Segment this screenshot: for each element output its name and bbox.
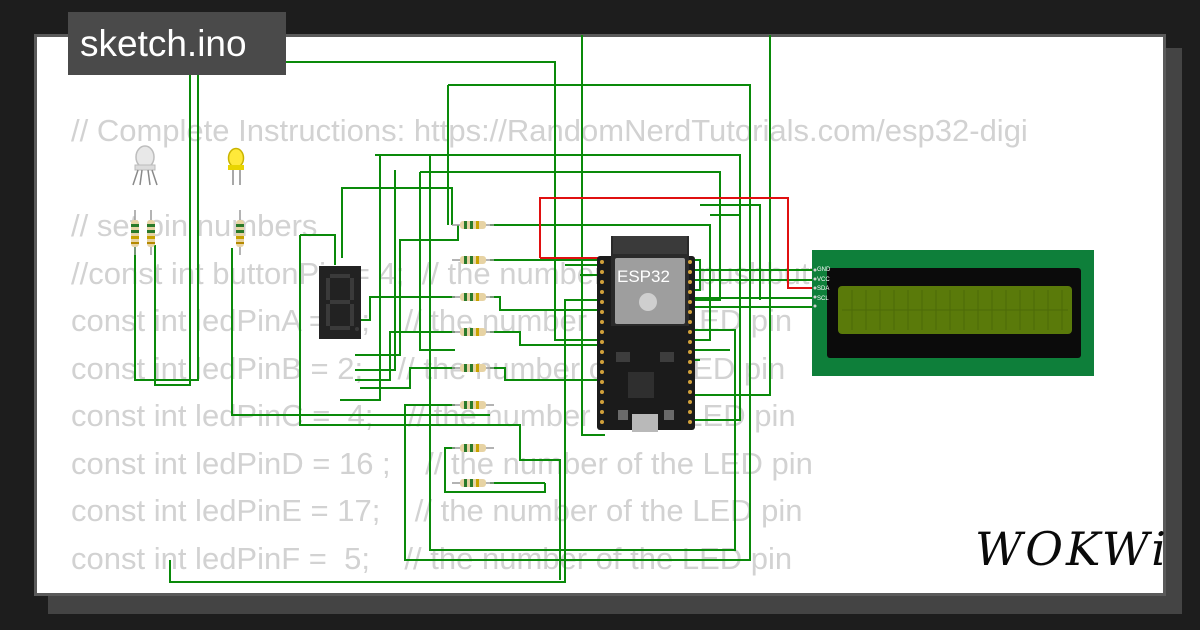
lcd-pin-label: SCL [817, 295, 829, 302]
code-line: // Complete Instructions: https://Random… [71, 113, 1028, 148]
resistor[interactable] [452, 256, 494, 264]
rgb-led[interactable] [132, 145, 158, 186]
code-line: // set pin numbers [71, 208, 318, 243]
resistor[interactable] [452, 221, 494, 229]
lcd-pin-labels: GND VCC SDA SCL [817, 266, 830, 304]
resistor[interactable] [452, 328, 494, 336]
resistor[interactable] [452, 444, 494, 452]
code-line: const int ledPinG = 18; // the number of… [71, 582, 1028, 593]
red-wires [539, 197, 812, 289]
code-line: const int ledPinF = 5; // the number of … [71, 540, 793, 576]
lcd-pin-label: SDA [817, 286, 830, 292]
lcd-pin-label: VCC [817, 276, 830, 283]
resistor[interactable] [452, 479, 494, 487]
code-line: const int ledPinE = 17; // the number of… [71, 493, 803, 528]
resistor[interactable] [452, 293, 494, 301]
resistor[interactable] [147, 210, 155, 255]
lcd-display[interactable] [812, 250, 1094, 376]
resistor[interactable] [236, 210, 244, 255]
green-wires [134, 35, 812, 583]
file-tab[interactable]: sketch.ino [68, 12, 286, 75]
resistor[interactable] [131, 210, 139, 255]
resistor[interactable] [452, 401, 494, 409]
resistor[interactable] [452, 364, 494, 372]
esp32-label: ESP32 [617, 267, 670, 286]
lcd-pin-label: GND [817, 267, 831, 273]
yellow-led[interactable] [227, 147, 245, 186]
wokwi-logo: WOKWi [975, 522, 1169, 576]
esp32-board[interactable] [597, 236, 695, 432]
seven-segment-display[interactable] [319, 266, 361, 339]
